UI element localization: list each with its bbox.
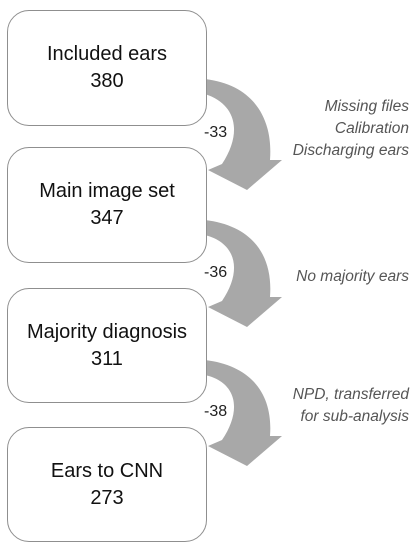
exclusion-reason: Discharging ears [292, 142, 409, 159]
step-box-included-ears: Included ears 380 [7, 10, 207, 126]
step-box-main-image-set: Main image set 347 [7, 147, 207, 263]
exclusion-reason: Calibration [334, 120, 409, 137]
curved-arrow-1 [205, 79, 282, 190]
step-box-majority-diagnosis: Majority diagnosis 311 [7, 288, 207, 403]
exclusion-reasons: Missing files Calibration Discharging ea… [293, 96, 409, 162]
exclusion-reason: No majority ears [296, 268, 409, 285]
exclusion-count: -33 [204, 124, 228, 141]
curved-arrow-3 [205, 360, 282, 466]
step-count: 380 [90, 70, 124, 92]
exclusion-count: -36 [204, 264, 228, 281]
step-count: 311 [91, 347, 123, 370]
exclusion-reason: NPD, transferred [292, 386, 409, 403]
exclusion-reasons: NPD, transferred for sub-analysis [293, 384, 409, 428]
exclusion-reasons: No majority ears [296, 266, 409, 288]
exclusion-reason: for sub-analysis [300, 408, 409, 425]
step-count: 347 [90, 207, 124, 229]
exclusion-reason: Missing files [324, 98, 409, 115]
step-title: Included ears [46, 43, 168, 65]
step-box-ears-to-cnn: Ears to CNN 273 [7, 427, 207, 542]
step-title: Main image set [39, 180, 175, 202]
exclusion-count: -38 [204, 403, 228, 420]
step-title: Majority diagnosis [26, 320, 188, 343]
curved-arrow-2 [205, 220, 282, 327]
step-title: Ears to CNN [50, 459, 164, 482]
step-count: 273 [90, 486, 124, 509]
